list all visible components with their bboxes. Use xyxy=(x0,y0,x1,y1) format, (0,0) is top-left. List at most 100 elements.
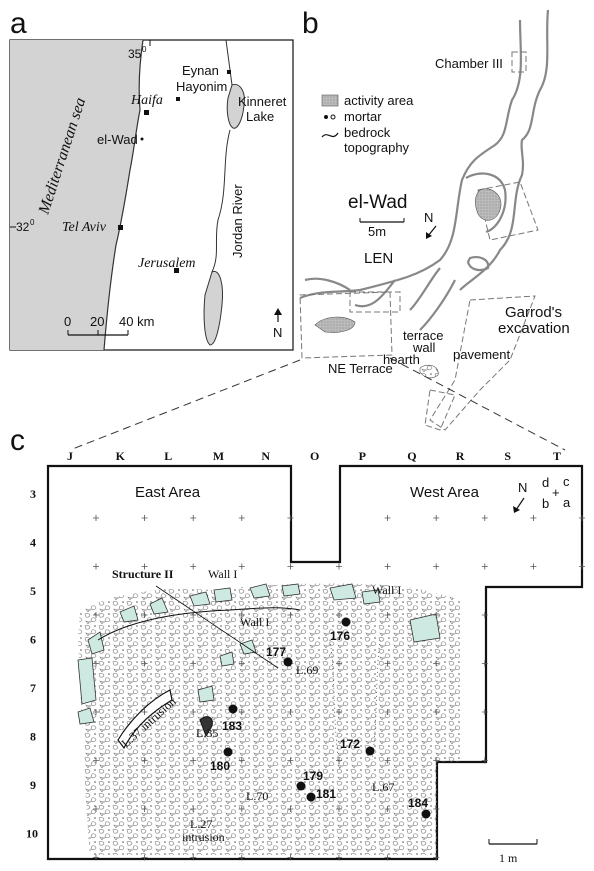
find-181-label: 181 xyxy=(316,787,336,801)
grid-cross xyxy=(190,612,197,618)
grid-cross xyxy=(579,515,585,521)
len-label: LEN xyxy=(364,250,393,267)
grid-cross xyxy=(384,612,391,618)
garrod-label-1: Garrod's xyxy=(505,304,562,321)
svg-text:N: N xyxy=(518,480,527,495)
telaviv-label: Tel Aviv xyxy=(62,220,107,235)
chamber-iii-outline xyxy=(511,51,527,73)
svg-text:activity area: activity area xyxy=(344,93,414,108)
grid-col-J: J xyxy=(67,449,73,463)
grid-col-T: T xyxy=(553,449,561,463)
find-183-dot xyxy=(228,704,238,714)
grid-cross xyxy=(287,709,294,715)
grid-col-R: R xyxy=(456,449,465,463)
hayonim-marker xyxy=(176,97,180,101)
kinneret-label: Kinneret xyxy=(238,94,287,109)
grid-cross xyxy=(93,806,99,812)
find-181-dot xyxy=(306,792,316,802)
grid-cross xyxy=(336,709,342,715)
lat-32-label: 32 xyxy=(16,220,30,234)
svg-text:1 m: 1 m xyxy=(499,851,518,865)
find-183-label: 183 xyxy=(222,719,242,733)
grid-cross xyxy=(238,515,245,521)
ne-terrace-outline xyxy=(299,291,393,359)
find-172-label: 172 xyxy=(340,737,360,751)
grid-cross xyxy=(481,515,488,521)
north-arrow-icon: N xyxy=(273,308,282,340)
grid-cross xyxy=(93,757,99,764)
terrace-label: terrace xyxy=(403,328,443,343)
grid-crosses xyxy=(93,515,585,861)
grid-cross xyxy=(433,660,440,667)
grid-cross xyxy=(433,612,440,618)
hayonim-label: Hayonim xyxy=(176,79,227,94)
svg-text:+: + xyxy=(552,485,560,500)
grid-row-5: 5 xyxy=(30,584,36,598)
grid-cross xyxy=(384,563,391,570)
panel-b-title: el-Wad xyxy=(348,192,407,213)
jordan-river xyxy=(211,129,231,273)
l69-label: L.69 xyxy=(296,663,318,677)
svg-text:0: 0 xyxy=(142,45,147,54)
grid-cross xyxy=(141,854,148,861)
grid-row-8: 8 xyxy=(30,730,36,744)
svg-text:bedrock: bedrock xyxy=(344,125,391,140)
intrusion-label: intrusion xyxy=(182,830,225,844)
find-176-dot xyxy=(341,617,351,627)
chamber-iii-label: Chamber III xyxy=(435,56,503,71)
grid-col-L: L xyxy=(164,449,172,463)
eynan-marker xyxy=(227,70,231,74)
l35-label: L.35 xyxy=(196,726,218,740)
grid-cross xyxy=(93,612,99,618)
wall-i-label-3: Wall I xyxy=(372,583,401,597)
grid-cross xyxy=(93,660,99,667)
grid-cross xyxy=(238,854,245,861)
svg-text:d: d xyxy=(542,475,549,490)
grid-cross xyxy=(238,757,245,764)
panel-a-map: a 35 0 32 0 Mediterranean sea Eynan Hayo… xyxy=(9,7,294,351)
wall-i-stones xyxy=(77,583,441,725)
grid-cross xyxy=(336,757,342,764)
grid-cross xyxy=(530,515,537,521)
quadrant-key: d c b a + xyxy=(542,474,571,511)
grid-row-7: 7 xyxy=(30,681,36,695)
l35-feature xyxy=(199,716,213,738)
find-179-label: 179 xyxy=(303,769,323,783)
garrod-label-2: excavation xyxy=(498,320,570,337)
haifa-marker xyxy=(144,110,149,115)
wall-label: wall xyxy=(412,340,436,355)
wall-i-label-2: Wall I xyxy=(240,615,269,629)
grid-col-S: S xyxy=(504,449,511,463)
grid-cross xyxy=(141,757,148,764)
find-179-dot xyxy=(296,781,306,791)
grid-cross xyxy=(190,563,197,570)
grid-cross xyxy=(384,854,391,861)
hearth-label: hearth xyxy=(383,352,420,367)
grid-cross xyxy=(433,709,440,715)
grid-cross xyxy=(141,660,148,667)
elwad-marker xyxy=(140,137,144,141)
grid-cross xyxy=(141,515,148,521)
panel-c-letter: c xyxy=(10,424,25,457)
structure-ii-label: Structure II xyxy=(112,567,174,581)
panel-b-north-icon: N xyxy=(424,210,437,239)
grid-col-M: M xyxy=(213,449,224,463)
grid-cross xyxy=(336,612,342,618)
find-184-dot xyxy=(421,809,431,819)
grid-cross xyxy=(238,660,245,667)
grid-cross xyxy=(433,854,440,861)
grid-cross xyxy=(93,515,99,521)
grid-cross xyxy=(287,563,294,570)
grid-cross xyxy=(190,757,197,764)
grid-col-Q: Q xyxy=(407,449,416,463)
l37-intrusion xyxy=(117,689,173,750)
svg-text:20: 20 xyxy=(90,314,104,329)
jordan-label: Jordan River xyxy=(230,184,245,258)
jerusalem-marker xyxy=(174,268,179,273)
grid-cross xyxy=(287,612,294,618)
panel-c-scale-bar: 1 m xyxy=(488,839,538,865)
svg-text:c: c xyxy=(563,474,570,489)
grid-cross xyxy=(384,660,391,667)
